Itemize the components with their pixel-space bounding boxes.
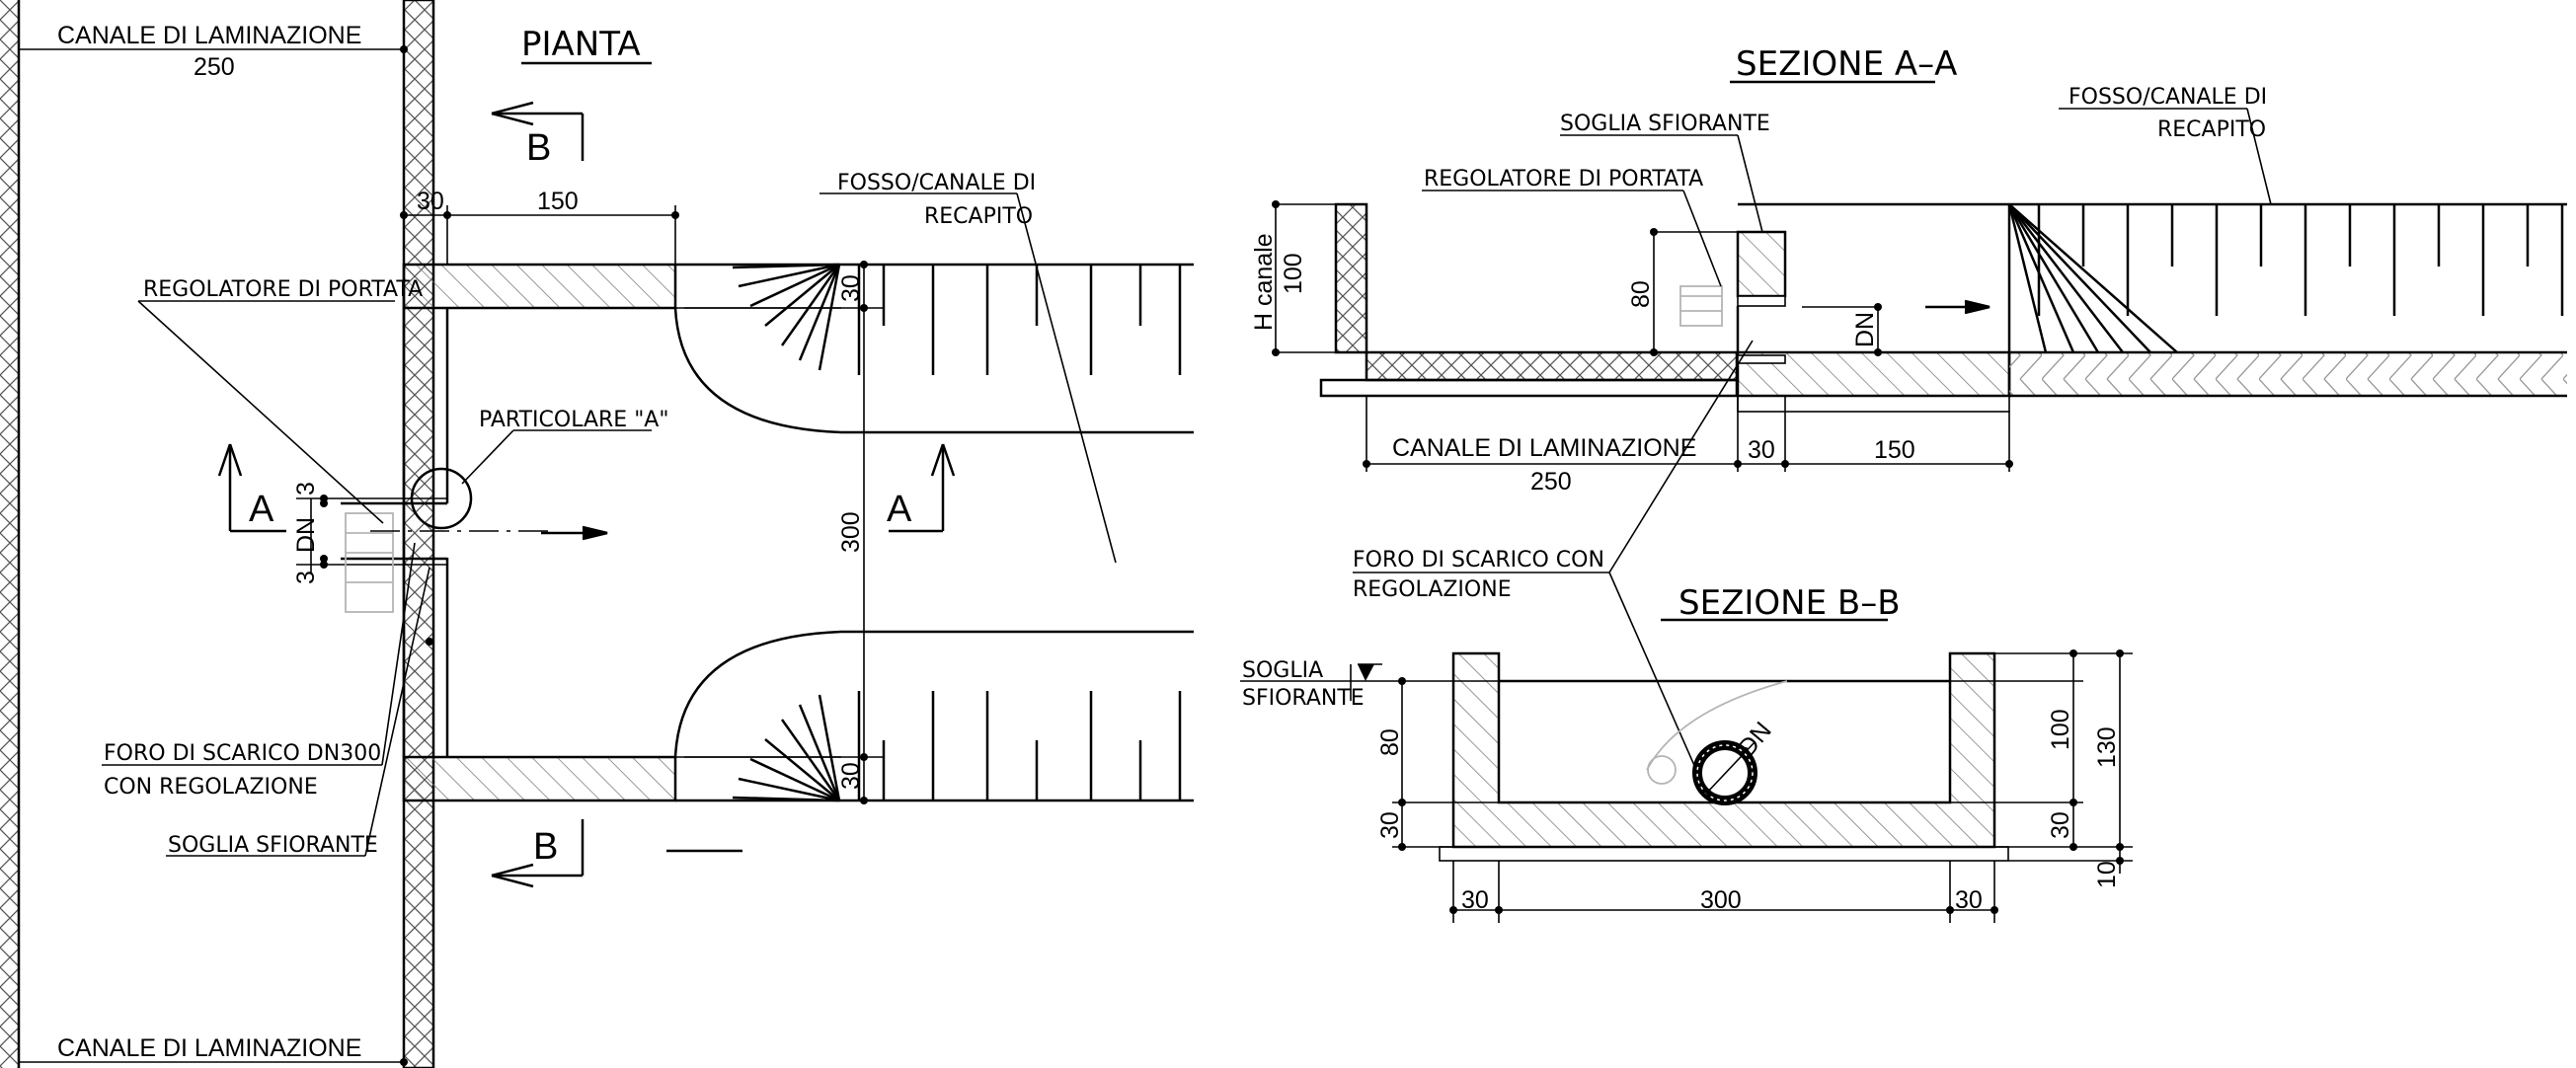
section-a-marker-right [889,443,956,533]
aa-ditch-ground [2009,352,2567,396]
section-a-marker-left [217,443,286,533]
plan-dim-150: 150 [537,188,579,215]
bb-dim-10: 10 [2093,861,2121,888]
h-canale-label: H canale [1250,233,1278,331]
bb-dim-130: 130 [2093,726,2121,768]
foro-aa-label-2: REGOLAZIONE [1353,577,1512,602]
plan-dim-300: 300 [837,511,865,553]
canale-bottom-label: CANALE DI LAMINAZIONE [57,1034,361,1062]
foro-plan-label-2: CON REGOLAZIONE [104,775,318,800]
plan-view [0,0,1194,1068]
plan-hachures-bottom [857,691,1182,801]
particolare-circle [410,467,473,530]
aa-dim-100: 100 [1280,253,1307,294]
soglia-plan-label: SOGLIA SFIORANTE [168,833,378,858]
fosso-aa-label-1: FOSSO/CANALE DI [2069,85,2267,110]
aa-dim-dn: DN [1851,312,1879,347]
aa-canale-wall [1334,202,1368,354]
section-b-marker-bottom [491,819,742,888]
plan-bottom-wall [402,755,677,802]
section-aa-view [1272,108,2567,771]
aa-hachures [2037,204,2564,316]
soglia-bb-label-1: SOGLIA [1242,658,1323,683]
plan-dim-3-top: 3 [292,482,320,496]
bb-dim-30-b: 30 [1955,886,1983,914]
plan-dim-3-bottom: 3 [292,571,320,584]
regolatore-aa-label: REGOLATORE DI PORTATA [1424,167,1703,191]
aa-dim-80: 80 [1627,280,1655,308]
fosso-plan-label-2: RECAPITO [924,204,1033,229]
plan-title: PIANTA [521,25,641,64]
particolare-label: PARTICOLARE "A" [479,408,668,432]
section-b-marker-top [491,101,585,161]
foro-plan-label-1: FORO DI SCARICO DN300 [104,741,381,766]
section-marker-b-bottom: B [533,826,558,868]
canale-aa-label: CANALE DI LAMINAZIONE [1392,434,1696,462]
section-bb-title: SEZIONE B–B [1678,583,1901,623]
section-bb-view [1240,649,2133,923]
canale-top-label: CANALE DI LAMINAZIONE [57,22,361,49]
aa-canale-floor [1365,350,1739,382]
bb-dim-300: 300 [1700,886,1742,914]
section-marker-b-top: B [526,127,551,169]
canale-aa-width: 250 [1530,468,1572,496]
soglia-bb-label-2: SFIORANTE [1242,686,1365,711]
foro-aa-label-1: FORO DI SCARICO CON [1353,548,1604,572]
plan-dim-30-top: 30 [417,188,444,215]
bb-dim-30-left: 30 [1376,811,1404,839]
plan-dim-dn: DN [292,517,320,553]
bb-dim-100: 100 [2047,709,2074,750]
section-marker-a-right: A [887,489,912,530]
section-aa-title: SEZIONE A–A [1736,44,1957,84]
bb-dim-30-right: 30 [2047,811,2074,839]
aa-dim-30: 30 [1748,436,1775,464]
fosso-aa-label-2: RECAPITO [2157,117,2266,142]
aa-soglia [1736,230,1787,298]
regolatore-plan-label: REGOLATORE DI PORTATA [143,277,423,302]
plan-top-wall [402,263,677,310]
fosso-plan-label-1: FOSSO/CANALE DI [837,171,1036,195]
plan-dim-30-right-bottom: 30 [837,762,865,790]
plan-dim-30-right-top: 30 [837,274,865,302]
plan-slope-fan-top [732,263,841,371]
bb-dim-80: 80 [1376,728,1404,756]
text-layer: PIANTA SEZIONE A–A SEZIONE B–B CANALE DI… [57,22,2267,1062]
aa-slope-fan [2007,203,2151,353]
bb-dim-30-a: 30 [1461,886,1489,914]
canale-top-width: 250 [194,53,235,81]
soglia-aa-label: SOGLIA SFIORANTE [1560,112,1770,136]
plan-canale-wall [402,0,435,1068]
aa-dim-150: 150 [1874,436,1915,464]
plan-left-soil [0,0,19,1068]
section-marker-a-left: A [249,489,274,530]
plan-hachures-top [857,265,1182,375]
plan-slope-fan-bottom [732,694,841,802]
